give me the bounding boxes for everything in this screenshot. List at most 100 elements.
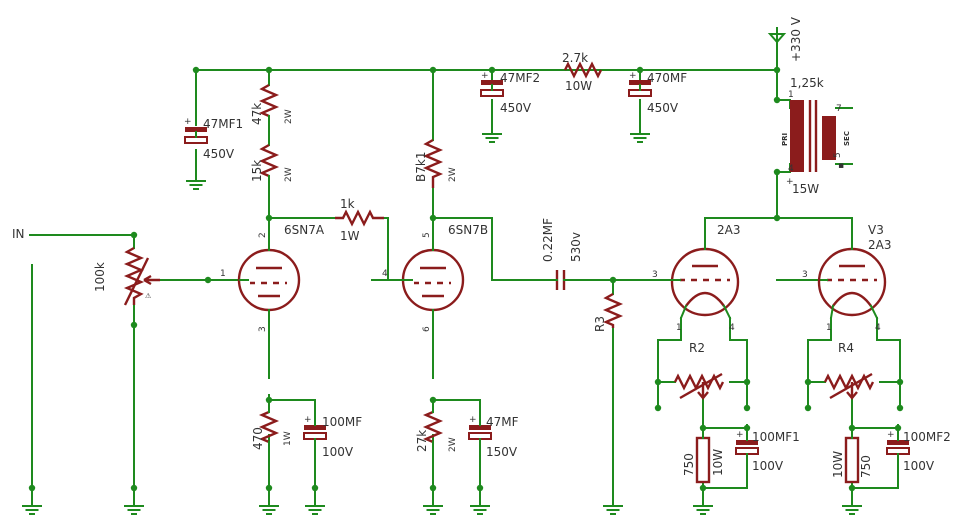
- pot-r4: R4: [823, 341, 875, 400]
- svg-text:+: +: [629, 71, 637, 81]
- svg-text:▪: ▪: [838, 161, 844, 171]
- svg-text:450V: 450V: [203, 147, 235, 161]
- cap-47mf1: + 47MF1 450V: [184, 117, 243, 161]
- svg-text:150V: 150V: [486, 445, 518, 459]
- svg-text:4: 4: [382, 269, 388, 279]
- tube-2a3-v2: 3 1 4 2A3: [652, 223, 740, 333]
- svg-text:27k: 27k: [415, 430, 429, 452]
- pot-r2: R2: [673, 341, 725, 400]
- svg-text:PRI: PRI: [781, 133, 789, 146]
- resistor-15k: 15k 2W: [250, 143, 294, 182]
- svg-text:6: 6: [422, 326, 432, 332]
- svg-text:4: 4: [788, 164, 794, 174]
- svg-text:100V: 100V: [752, 459, 784, 473]
- r4-label: R4: [838, 341, 854, 355]
- svg-text:+: +: [184, 117, 192, 127]
- svg-text:5: 5: [422, 232, 432, 238]
- svg-text:V3: V3: [868, 223, 884, 237]
- svg-text:1,25k: 1,25k: [790, 76, 824, 90]
- svg-text:1W: 1W: [340, 229, 360, 243]
- tube-6sn7a: 1 2 3 6SN7A: [220, 223, 325, 332]
- svg-text:450V: 450V: [647, 101, 679, 115]
- svg-text:470MF: 470MF: [647, 71, 687, 85]
- svg-text:2A3: 2A3: [717, 223, 740, 237]
- svg-text:2: 2: [258, 232, 268, 238]
- svg-text:7: 7: [836, 104, 842, 114]
- svg-text:R3: R3: [593, 316, 607, 332]
- resistor-47k: 47k 2W: [250, 83, 294, 125]
- svg-text:2W: 2W: [284, 167, 294, 182]
- svg-text:6SN7B: 6SN7B: [448, 223, 488, 237]
- svg-text:450V: 450V: [500, 101, 532, 115]
- svg-text:3: 3: [258, 326, 268, 332]
- svg-text:100MF1: 100MF1: [752, 430, 800, 444]
- svg-text:1: 1: [676, 323, 682, 333]
- input-label: IN: [12, 227, 25, 241]
- cap-470mf: + 470MF 450V: [628, 71, 687, 115]
- svg-text:2W: 2W: [284, 109, 294, 124]
- svg-text:1W: 1W: [283, 431, 293, 446]
- output-transformer: PRI SEC 1 4 7 5 1,25k 15W + ▪: [781, 76, 851, 196]
- svg-text:+: +: [736, 430, 744, 440]
- svg-text:47k: 47k: [250, 103, 264, 125]
- svg-text:1: 1: [826, 323, 832, 333]
- cap-100mf2: + 100MF2 100V: [886, 427, 951, 473]
- cap-coupling: 0.22MF 530v: [541, 218, 583, 290]
- svg-text:4: 4: [875, 323, 881, 333]
- svg-text:47MF2: 47MF2: [500, 71, 540, 85]
- cap-47mf: + 47MF 150V: [468, 412, 519, 459]
- svg-text:750: 750: [859, 455, 873, 478]
- svg-text:47MF: 47MF: [486, 415, 519, 429]
- ground-symbols: [21, 127, 863, 515]
- svg-text:100MF: 100MF: [322, 415, 362, 429]
- svg-text:3: 3: [652, 270, 658, 280]
- resistor-750-b: 10W 750: [831, 436, 873, 484]
- svg-text:2W: 2W: [448, 167, 458, 182]
- svg-text:+: +: [304, 415, 312, 425]
- svg-text:100k: 100k: [93, 262, 107, 292]
- cap-47mf2: + 47MF2 450V: [480, 71, 540, 115]
- svg-text:470: 470: [251, 427, 265, 450]
- svg-text:10W: 10W: [831, 451, 845, 478]
- resistor-2.7k: 2.7k 10W: [562, 51, 603, 93]
- svg-text:100V: 100V: [903, 459, 935, 473]
- cap-100mf: + 100MF 100V: [303, 412, 362, 459]
- r2-label: R2: [689, 341, 705, 355]
- svg-text:2.7k: 2.7k: [562, 51, 588, 65]
- svg-text:750: 750: [682, 453, 696, 476]
- svg-text:2A3: 2A3: [868, 238, 891, 252]
- svg-text:100MF2: 100MF2: [903, 430, 951, 444]
- pot-input-100k: 100k ⚠: [93, 246, 160, 306]
- tube-2a3-v3: 3 1 4 V3 2A3: [802, 223, 891, 333]
- svg-text:0.22MF: 0.22MF: [541, 218, 555, 262]
- svg-text:SEC: SEC: [843, 131, 851, 146]
- svg-text:3: 3: [802, 270, 808, 280]
- resistor-470: 470 1W: [251, 410, 293, 450]
- svg-text:4: 4: [729, 323, 735, 333]
- svg-text:47MF1: 47MF1: [203, 117, 243, 131]
- resistor-750-a: 750 10W: [682, 436, 725, 484]
- svg-text:15W: 15W: [792, 182, 819, 196]
- svg-text:1k: 1k: [340, 197, 355, 211]
- resistor-r3: R3: [593, 292, 624, 332]
- resistor-27k: 27k 2W: [415, 410, 458, 452]
- svg-text:1: 1: [788, 90, 794, 100]
- tube-6sn7b: 4 5 6 6SN7B: [382, 223, 488, 332]
- svg-text:10W: 10W: [565, 79, 592, 93]
- supply-label: +330 V: [789, 16, 803, 62]
- resistor-1k: 1k 1W: [335, 197, 384, 243]
- svg-text:2W: 2W: [448, 437, 458, 452]
- svg-text:530v: 530v: [569, 232, 583, 262]
- supply-terminal: +330 V: [767, 16, 803, 62]
- svg-text:5: 5: [833, 152, 843, 158]
- svg-text:⚠: ⚠: [145, 292, 152, 300]
- svg-text:1: 1: [220, 269, 226, 279]
- resistor-87k: B7k1 2W: [414, 138, 458, 188]
- svg-text:+: +: [786, 177, 794, 187]
- svg-text:+: +: [469, 415, 477, 425]
- svg-text:100V: 100V: [322, 445, 354, 459]
- cap-100mf1: + 100MF1 100V: [735, 427, 800, 473]
- svg-text:10W: 10W: [711, 449, 725, 476]
- svg-text:6SN7A: 6SN7A: [284, 223, 325, 237]
